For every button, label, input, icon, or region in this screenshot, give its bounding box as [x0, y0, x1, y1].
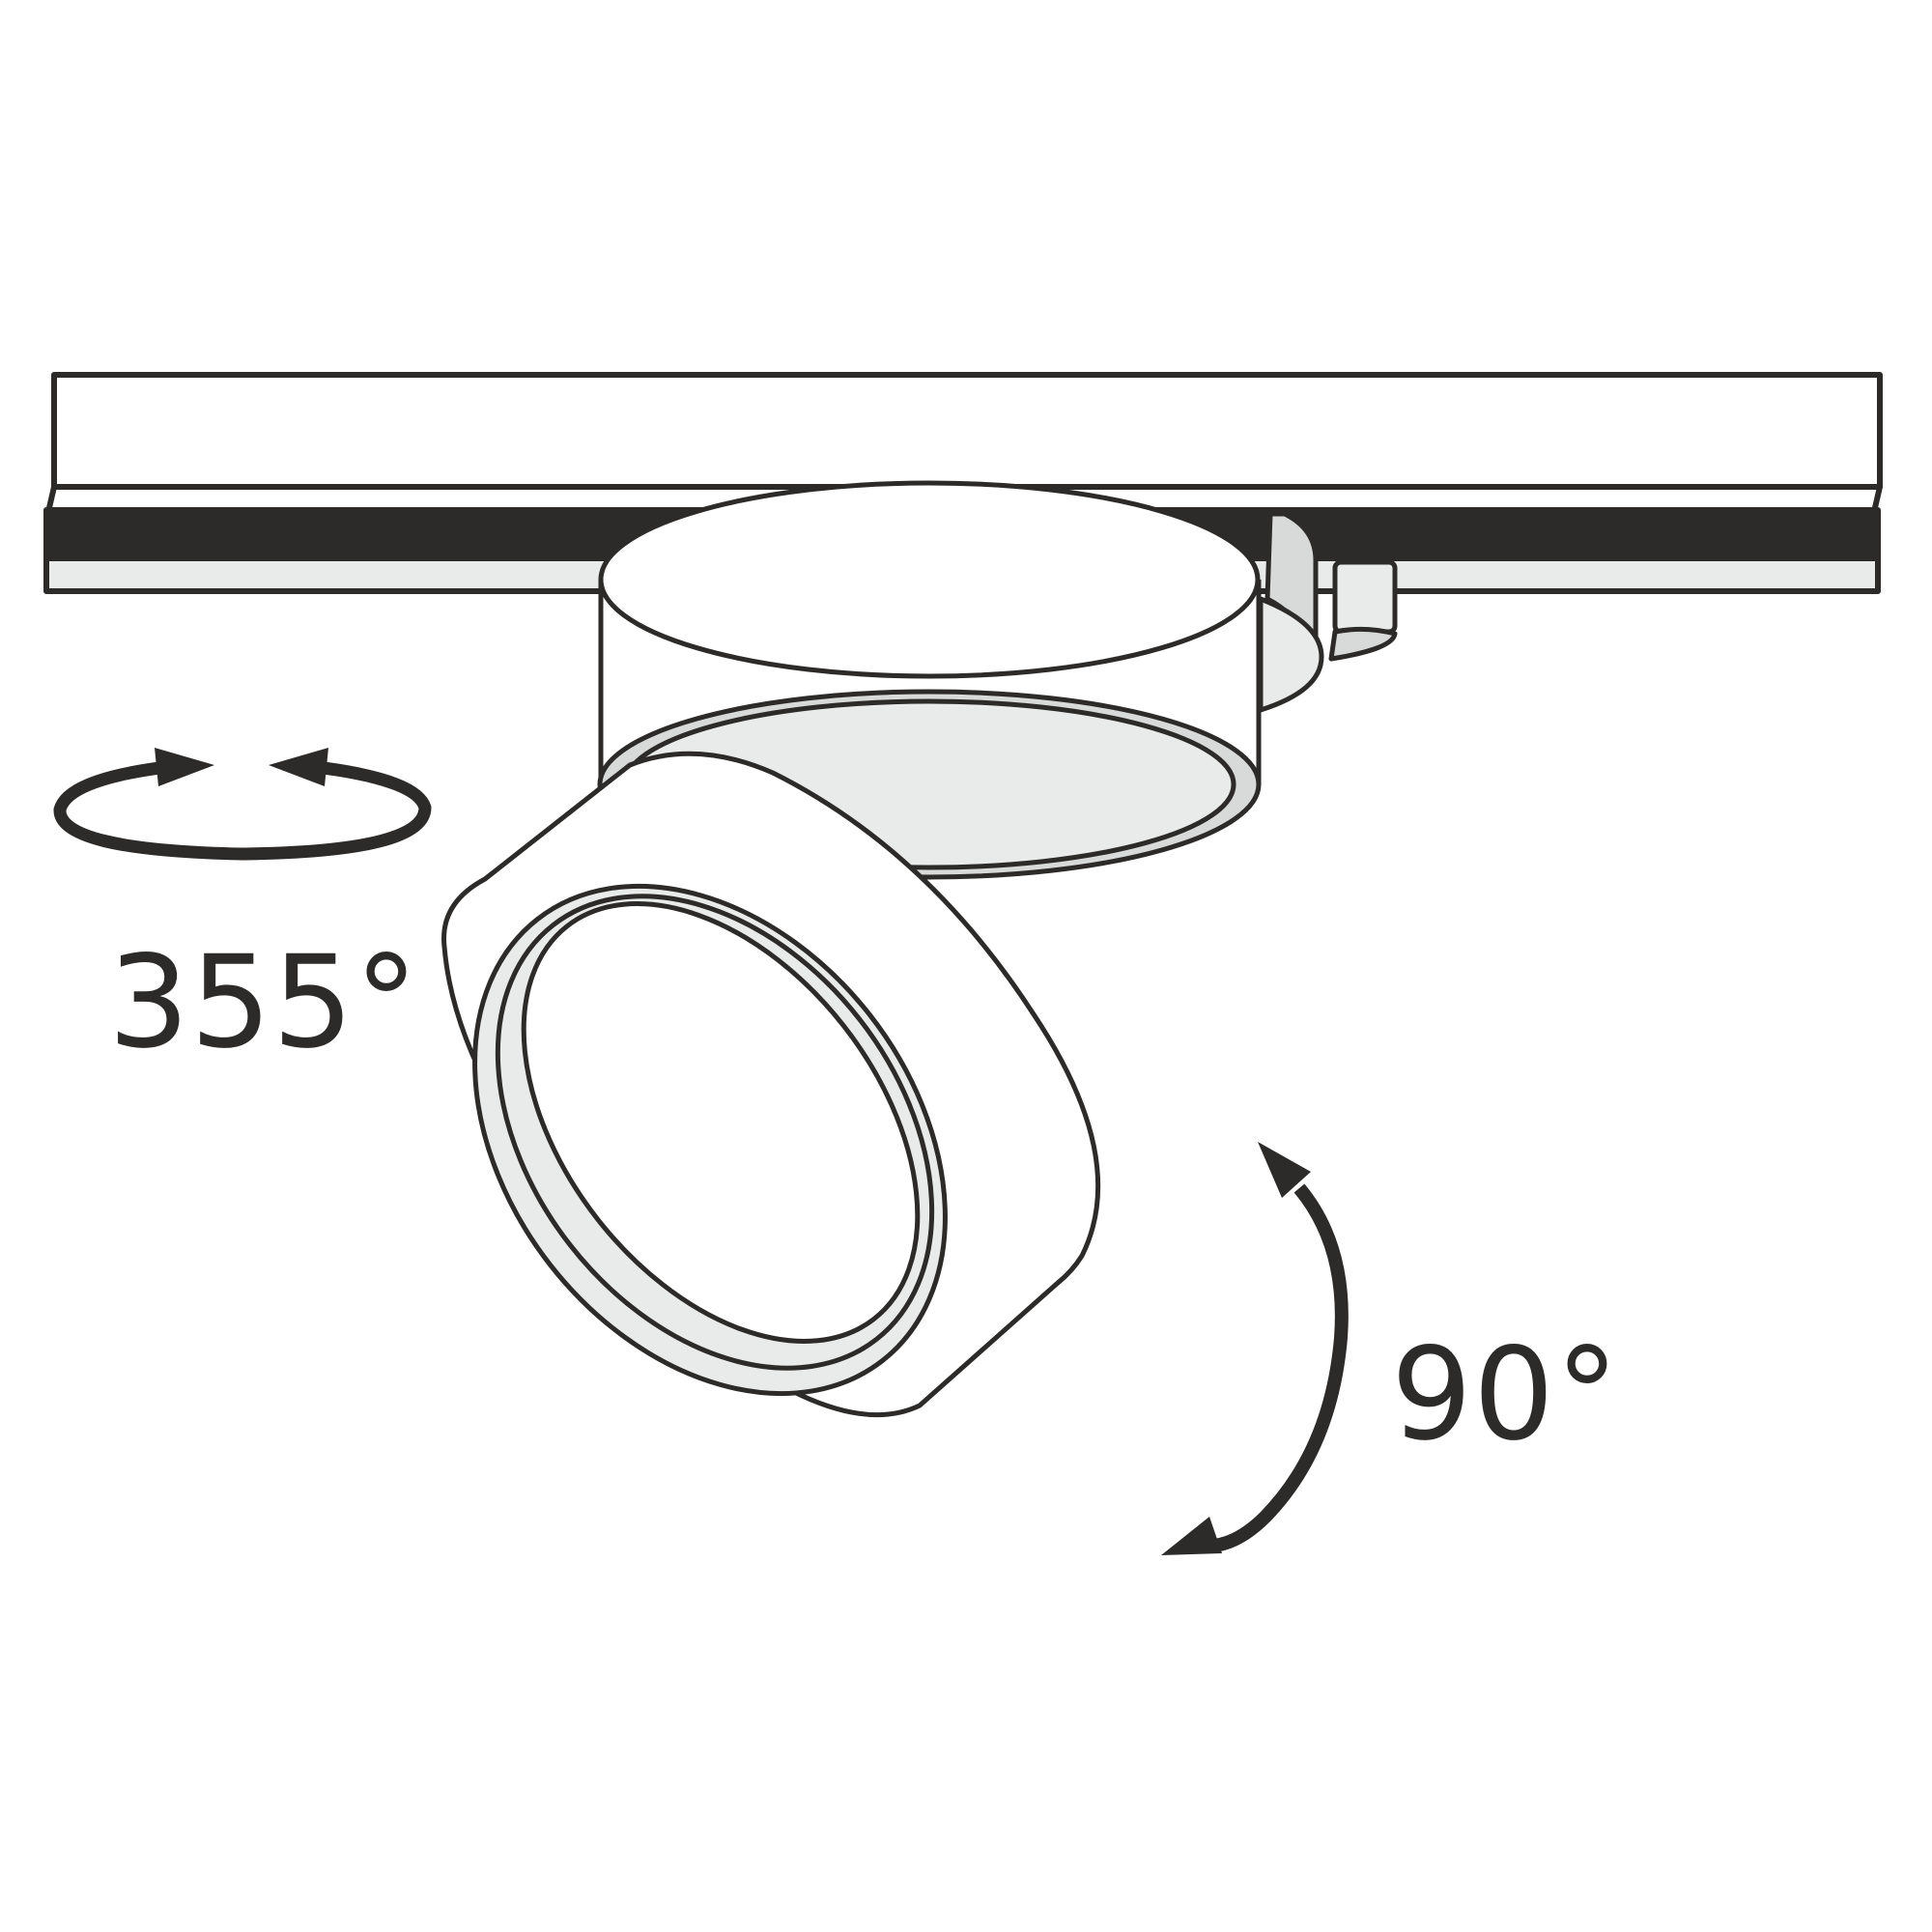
tilt-angle-label: 90°	[1391, 1321, 1620, 1469]
lens-face	[521, 901, 921, 1344]
adapter-curved-body	[1258, 596, 1324, 713]
connector-clip	[1258, 511, 1398, 713]
rotation-angle-label: 355°	[108, 928, 419, 1077]
clip-tab-body	[1332, 559, 1398, 635]
spotlight-head	[441, 751, 1101, 1418]
track-rail-top-face	[51, 372, 1883, 490]
clip-tab-foot	[1328, 626, 1398, 662]
tilt-arc-arrows-icon	[1161, 1142, 1349, 1555]
horizontal-rotation-arrows-icon	[53, 748, 432, 861]
mounting-cylinder	[597, 480, 1262, 880]
cylinder-top	[598, 480, 1261, 679]
